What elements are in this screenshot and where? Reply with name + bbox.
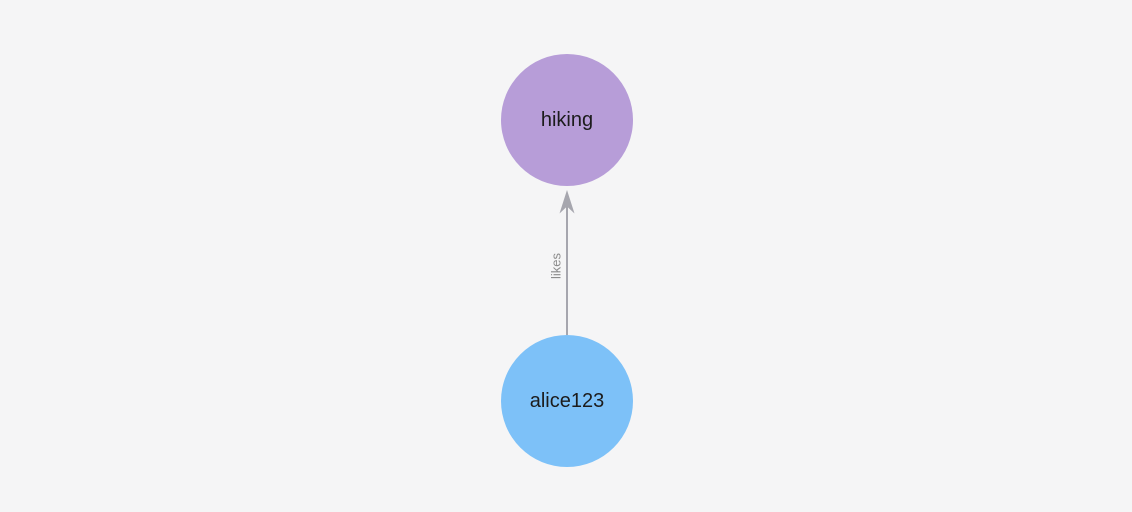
node-label: alice123 [529,389,605,412]
edge-label: likes [548,252,564,280]
node-label: hiking [540,108,594,131]
node-alice123[interactable]: alice123 [501,335,633,467]
node-hiking[interactable]: hiking [501,54,633,186]
